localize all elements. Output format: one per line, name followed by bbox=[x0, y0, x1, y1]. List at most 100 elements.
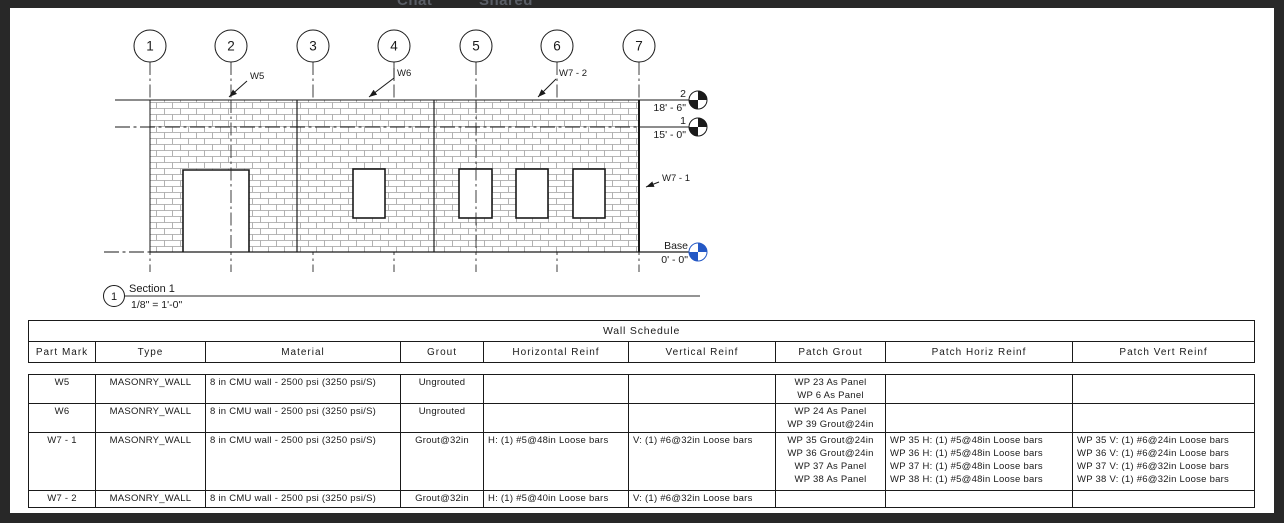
window-tab-chat[interactable]: Chat bbox=[397, 0, 432, 8]
svg-text:7: 7 bbox=[635, 39, 643, 54]
schedule-row-w5: W5 MASONRY_WALL 8 in CMU wall - 2500 psi… bbox=[28, 374, 1255, 404]
wall-tag-w7-1: W7 - 1 bbox=[645, 173, 690, 188]
svg-text:W7 - 2: W7 - 2 bbox=[559, 68, 587, 79]
cell-horizontal-reinf: H: (1) #5@48in Loose bars bbox=[483, 432, 629, 491]
level-name: Base bbox=[664, 240, 688, 252]
schedule-row-w6: W6 MASONRY_WALL 8 in CMU wall - 2500 psi… bbox=[28, 403, 1255, 433]
col-patch-horiz-reinf: Patch Horiz Reinf bbox=[885, 341, 1073, 363]
cell-grout: Ungrouted bbox=[400, 374, 484, 404]
col-patch-grout: Patch Grout bbox=[775, 341, 886, 363]
wall-tags: W5 W6 W7 - 2 W7 - 1 bbox=[228, 68, 690, 188]
schedule-row-w7-2: W7 - 2 MASONRY_WALL 8 in CMU wall - 2500… bbox=[28, 490, 1255, 508]
schedule-title: Wall Schedule bbox=[27, 320, 1256, 342]
grid-bubble-1: 1 bbox=[133, 29, 167, 63]
grid-bubbles: 1 2 3 4 5 6 7 bbox=[133, 29, 656, 63]
cell-material: 8 in CMU wall - 2500 psi (3250 psi/S) bbox=[205, 490, 401, 508]
cell-patch-grout: WP 24 As Panel WP 39 Grout@24in bbox=[775, 403, 886, 433]
cell-part-mark: W7 - 2 bbox=[28, 490, 96, 508]
wall-schedule-header: Wall Schedule Part Mark Type Material Gr… bbox=[27, 320, 1256, 363]
level-head-icon bbox=[689, 243, 707, 261]
svg-text:3: 3 bbox=[309, 39, 317, 54]
col-vertical-reinf: Vertical Reinf bbox=[628, 341, 776, 363]
cell-horizontal-reinf: H: (1) #5@40in Loose bars bbox=[483, 490, 629, 508]
cell-part-mark: W5 bbox=[28, 374, 96, 404]
wall-tag-w7-2: W7 - 2 bbox=[537, 68, 587, 98]
view-number: 1 bbox=[111, 291, 117, 303]
col-grout: Grout bbox=[400, 341, 484, 363]
col-horizontal-reinf: Horizontal Reinf bbox=[483, 341, 629, 363]
cell-patch-vert-reinf bbox=[1072, 374, 1255, 404]
level-name: 2 bbox=[680, 88, 686, 100]
cell-patch-horiz-reinf bbox=[885, 403, 1073, 433]
cell-patch-horiz-reinf bbox=[885, 374, 1073, 404]
view-title: 1 Section 1 1/8" = 1'-0" bbox=[103, 283, 700, 311]
svg-text:4: 4 bbox=[390, 39, 398, 54]
level-head-icon bbox=[689, 118, 707, 136]
cell-patch-vert-reinf bbox=[1072, 403, 1255, 433]
grid-bubble-6: 6 bbox=[540, 29, 574, 63]
wall-tag-w6: W6 bbox=[368, 68, 411, 98]
grid-bubble-4: 4 bbox=[377, 29, 411, 63]
wall-openings bbox=[182, 168, 606, 252]
svg-text:5: 5 bbox=[472, 39, 480, 54]
cell-type: MASONRY_WALL bbox=[95, 403, 206, 433]
svg-text:2: 2 bbox=[227, 39, 235, 54]
level-name: 1 bbox=[680, 115, 686, 127]
col-part-mark: Part Mark bbox=[28, 341, 96, 363]
level-1-marker: 1 15' - 0" bbox=[653, 115, 708, 141]
cell-vertical-reinf: V: (1) #6@32in Loose bars bbox=[628, 432, 776, 491]
schedule-row-w7-1: W7 - 1 MASONRY_WALL 8 in CMU wall - 2500… bbox=[28, 432, 1255, 491]
window-opening bbox=[572, 168, 606, 219]
cell-type: MASONRY_WALL bbox=[95, 432, 206, 491]
grid-lines-overlay bbox=[230, 100, 477, 252]
window-tab-shared[interactable]: Shared bbox=[479, 0, 533, 8]
cell-patch-grout: WP 23 As Panel WP 6 As Panel bbox=[775, 374, 886, 404]
svg-text:6: 6 bbox=[553, 39, 561, 54]
window-opening bbox=[458, 168, 493, 219]
cell-material: 8 in CMU wall - 2500 psi (3250 psi/S) bbox=[205, 403, 401, 433]
svg-text:1: 1 bbox=[146, 39, 154, 54]
cell-patch-grout bbox=[775, 490, 886, 508]
window-opening bbox=[352, 168, 386, 219]
grid-bubble-5: 5 bbox=[459, 29, 493, 63]
wall-tag-w5: W5 bbox=[228, 71, 264, 98]
svg-text:W5: W5 bbox=[250, 71, 264, 82]
view-scale: 1/8" = 1'-0" bbox=[131, 299, 182, 311]
cell-type: MASONRY_WALL bbox=[95, 374, 206, 404]
grid-bubble-7: 7 bbox=[622, 29, 656, 63]
cell-material: 8 in CMU wall - 2500 psi (3250 psi/S) bbox=[205, 374, 401, 404]
col-material: Material bbox=[205, 341, 401, 363]
cell-vertical-reinf: V: (1) #6@32in Loose bars bbox=[628, 490, 776, 508]
level-elevation: 15' - 0" bbox=[653, 129, 686, 141]
cell-horizontal-reinf bbox=[483, 403, 629, 433]
door-opening bbox=[183, 170, 249, 252]
col-type: Type bbox=[95, 341, 206, 363]
cell-material: 8 in CMU wall - 2500 psi (3250 psi/S) bbox=[205, 432, 401, 491]
cell-horizontal-reinf bbox=[483, 374, 629, 404]
cell-patch-horiz-reinf bbox=[885, 490, 1073, 508]
cell-part-mark: W6 bbox=[28, 403, 96, 433]
svg-text:W6: W6 bbox=[397, 68, 411, 79]
cell-grout: Grout@32in bbox=[400, 490, 484, 508]
cell-grout: Grout@32in bbox=[400, 432, 484, 491]
level-2-marker: 2 18' - 6" bbox=[653, 88, 708, 114]
col-patch-vert-reinf: Patch Vert Reinf bbox=[1071, 341, 1256, 363]
level-lines bbox=[104, 99, 689, 253]
cell-patch-vert-reinf bbox=[1072, 490, 1255, 508]
view-name: Section 1 bbox=[129, 283, 175, 295]
section-view: 1 2 3 4 5 6 7 2 18' - 6" 1 15' - 0" Base… bbox=[103, 29, 708, 311]
window-opening bbox=[515, 168, 549, 219]
schedule-header-row: Part Mark Type Material Grout Horizontal… bbox=[28, 341, 1256, 363]
level-base-marker: Base 0' - 0" bbox=[661, 240, 708, 266]
cell-patch-vert-reinf: WP 35 V: (1) #6@24in Loose bars WP 36 V:… bbox=[1072, 432, 1255, 491]
cell-patch-horiz-reinf: WP 35 H: (1) #5@48in Loose bars WP 36 H:… bbox=[885, 432, 1073, 491]
cell-vertical-reinf bbox=[628, 403, 776, 433]
level-head-icon bbox=[689, 91, 707, 109]
wall-schedule-body: W5 MASONRY_WALL 8 in CMU wall - 2500 psi… bbox=[28, 374, 1255, 508]
cell-vertical-reinf bbox=[628, 374, 776, 404]
grid-bubble-2: 2 bbox=[214, 29, 248, 63]
level-elevation: 18' - 6" bbox=[653, 102, 686, 114]
grid-bubble-3: 3 bbox=[296, 29, 330, 63]
cell-part-mark: W7 - 1 bbox=[28, 432, 96, 491]
level-elevation: 0' - 0" bbox=[661, 254, 688, 266]
